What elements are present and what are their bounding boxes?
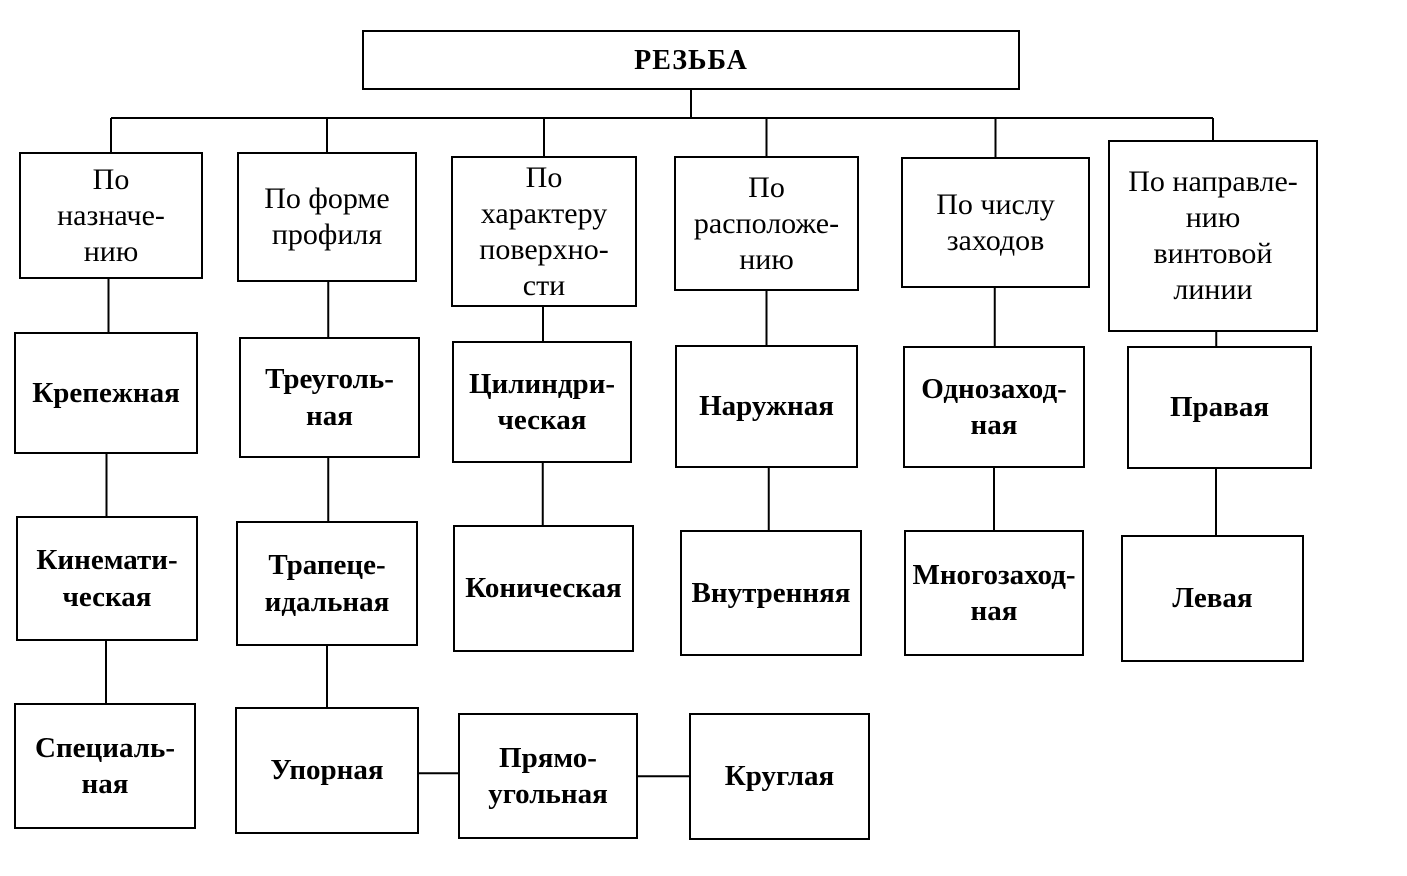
node-single-start: Однозаход- ная [903,346,1085,468]
node-special: Специаль- ная [14,703,196,829]
category-by-location: По расположе- нию [674,156,859,291]
node-kinematic: Кинемати- ческая [16,516,198,641]
category-by-surface-type: По характеру поверхно- сти [451,156,637,307]
node-rectangular: Прямо- угольная [458,713,638,839]
node-trapezoidal: Трапеце- идальная [236,521,418,646]
category-by-helix-direction: По направле- нию винтовой линии [1108,140,1318,332]
root-node-thread: РЕЗЬБА [362,30,1020,90]
node-internal: Внутренняя [680,530,862,656]
category-by-number-of-starts: По числу заходов [901,157,1090,288]
node-cylindrical: Цилиндри- ческая [452,341,632,463]
node-left-hand: Левая [1121,535,1304,662]
category-by-profile-shape: По форме профиля [237,152,417,282]
category-by-purpose: По назначе- нию [19,152,203,279]
node-conical: Коническая [453,525,634,652]
node-fastening: Крепежная [14,332,198,454]
node-external: Наружная [675,345,858,468]
node-buttress: Упорная [235,707,419,834]
node-triangular: Треуголь- ная [239,337,420,458]
node-multi-start: Многозаход- ная [904,530,1084,656]
node-round: Круглая [689,713,870,840]
node-right-hand: Правая [1127,346,1312,469]
